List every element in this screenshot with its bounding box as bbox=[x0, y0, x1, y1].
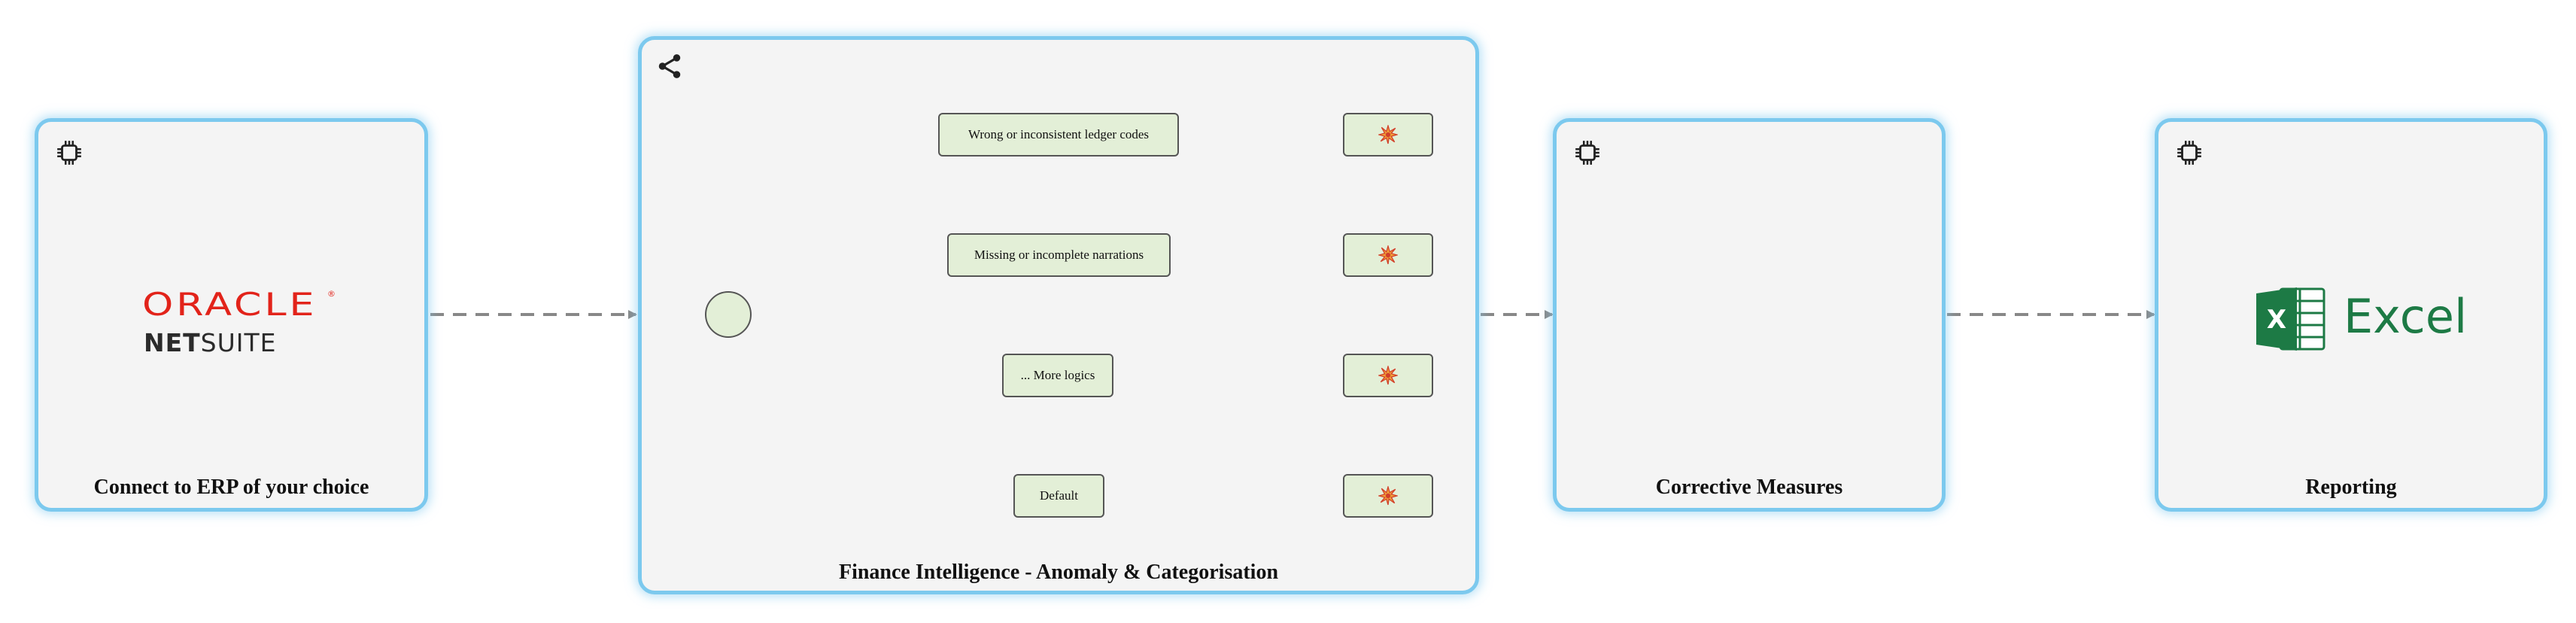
excel-wordmark: Excel bbox=[2344, 289, 2468, 344]
corrective-panel-title: Corrective Measures bbox=[1655, 476, 1843, 499]
rule-node-more-logics: ... More logics bbox=[1002, 354, 1113, 397]
outcome-node-2 bbox=[1343, 233, 1433, 277]
reporting-panel-title: Reporting bbox=[2305, 476, 2397, 499]
chip-icon bbox=[57, 141, 81, 165]
reporting-panel: X Excel Reporting bbox=[2155, 118, 2547, 512]
explosion-icon bbox=[1378, 366, 1398, 385]
share-icon bbox=[658, 54, 681, 78]
rule-node-default: Default bbox=[1013, 474, 1104, 518]
rule-node-narrations: Missing or incomplete narrations bbox=[947, 233, 1171, 277]
explosion-icon bbox=[1378, 486, 1398, 506]
outcome-node-3 bbox=[1343, 354, 1433, 397]
excel-icon: X bbox=[2256, 287, 2325, 351]
explosion-icon bbox=[1378, 245, 1398, 265]
chip-icon bbox=[2177, 141, 2201, 165]
oracle-wordmark: ORACLE bbox=[142, 286, 317, 323]
start-node bbox=[705, 291, 752, 338]
excel-icon-letter: X bbox=[2267, 305, 2286, 335]
oracle-netsuite-logo: ORACLE ® NETSUITE bbox=[142, 286, 338, 361]
rule-label: Wrong or inconsistent ledger codes bbox=[968, 127, 1150, 141]
registered-mark: ® bbox=[327, 289, 336, 299]
rule-label: Default bbox=[1040, 488, 1078, 503]
corrective-panel: Corrective Measures bbox=[1553, 118, 1946, 512]
erp-panel-title: Connect to ERP of your choice bbox=[93, 476, 369, 499]
erp-panel: ORACLE ® NETSUITE Connect to ERP of your… bbox=[35, 118, 428, 512]
rule-node-ledger-codes: Wrong or inconsistent ledger codes bbox=[938, 113, 1179, 157]
outcome-node-1 bbox=[1343, 113, 1433, 157]
excel-logo: X Excel bbox=[2255, 280, 2480, 363]
rule-label: Missing or incomplete narrations bbox=[974, 248, 1144, 262]
intelligence-panel-title: Finance Intelligence - Anomaly & Categor… bbox=[838, 561, 1279, 584]
netsuite-wordmark: NETSUITE bbox=[144, 328, 277, 357]
explosion-icon bbox=[1378, 125, 1398, 144]
outcome-node-4 bbox=[1343, 474, 1433, 518]
chip-icon bbox=[1575, 141, 1599, 165]
rule-label: ... More logics bbox=[1020, 368, 1095, 382]
